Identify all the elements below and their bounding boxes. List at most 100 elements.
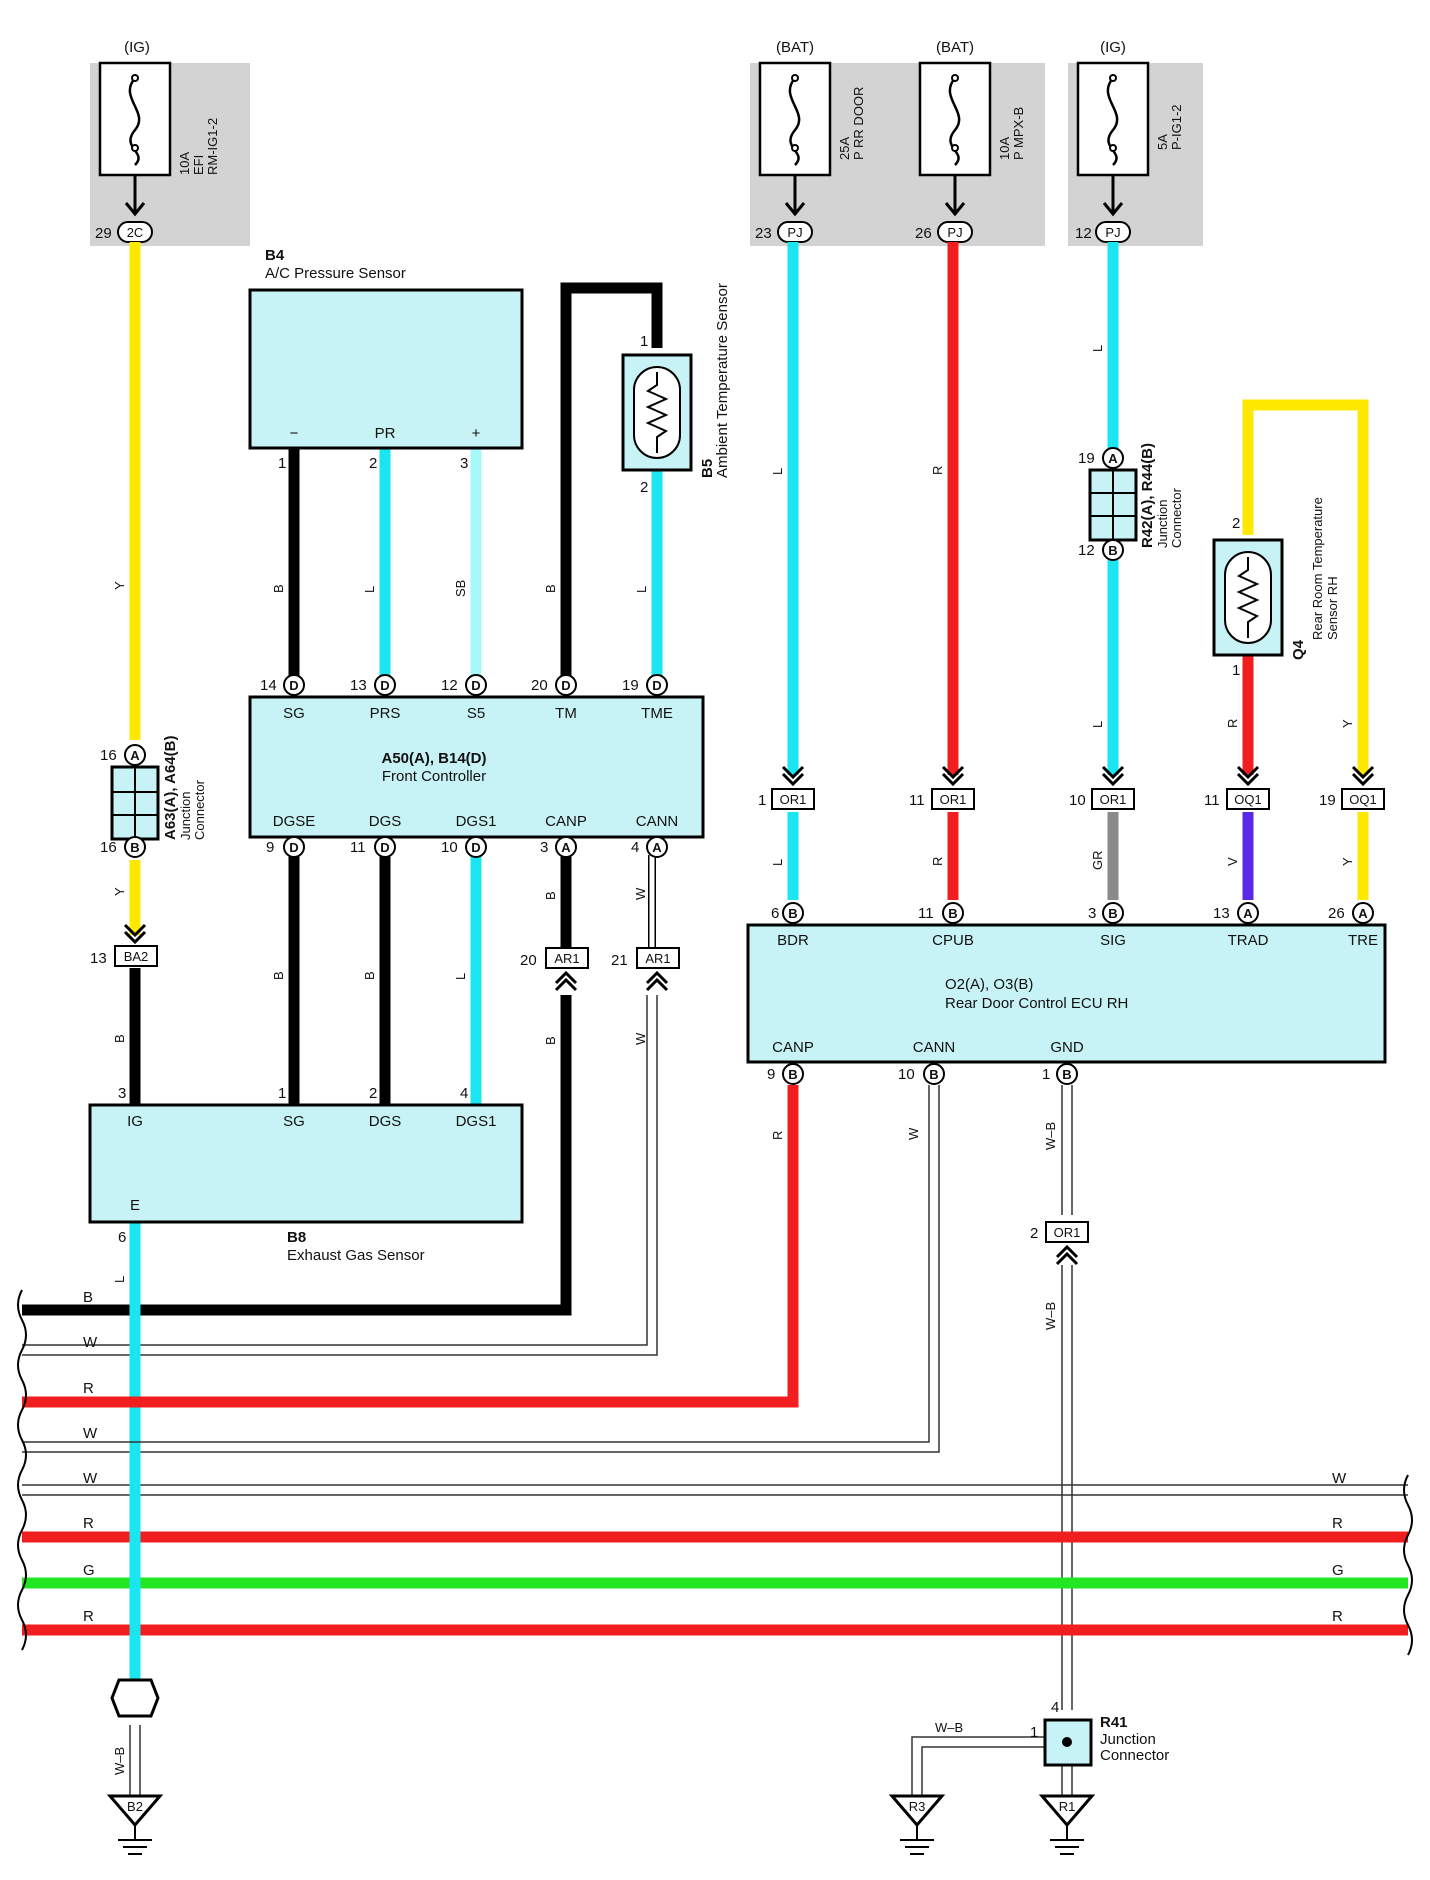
fuse-block-bat: (BAT) 25A P RR DOOR 23 PJ (BAT) 10A P MP… xyxy=(750,39,1045,246)
pin-number: 1 xyxy=(758,792,766,809)
svg-text:DGS: DGS xyxy=(369,1113,402,1130)
connector-id: 2C xyxy=(127,225,144,240)
svg-text:+: + xyxy=(472,425,481,442)
connector-id: PJ xyxy=(1105,225,1120,240)
connector-id: OR1 xyxy=(940,792,967,807)
svg-text:CPUB: CPUB xyxy=(932,932,974,949)
svg-text:D: D xyxy=(380,840,389,855)
wire-label: L xyxy=(1090,721,1105,728)
svg-text:D: D xyxy=(471,840,480,855)
pin-number: 23 xyxy=(755,225,772,242)
connector-id: OQ1 xyxy=(1349,792,1376,807)
pin-number: 3 xyxy=(118,1085,126,1102)
svg-text:B: B xyxy=(788,906,797,921)
wire-label: W xyxy=(83,1470,98,1487)
pin-number: 13 xyxy=(90,950,107,967)
svg-text:A: A xyxy=(1108,451,1118,466)
ground-id: B2 xyxy=(127,1799,143,1814)
harness-break-right xyxy=(1403,1474,1413,1656)
wire-label: L xyxy=(1090,345,1105,352)
wire-label: Y xyxy=(112,887,127,896)
pin-number: 2 xyxy=(1232,515,1240,532)
pin-number: 12 xyxy=(1078,542,1095,559)
wire-label: W xyxy=(1332,1470,1347,1487)
svg-text:B: B xyxy=(948,906,957,921)
wire-label: R xyxy=(83,1515,94,1532)
thermistor-icon xyxy=(645,372,669,453)
junction-connector-r41: 4 1 R41 Junction Connector xyxy=(1030,1699,1169,1767)
inline-connector-ba2: 13 BA2 xyxy=(90,923,158,967)
component-code: Q4 xyxy=(1290,639,1307,660)
svg-text:TRAD: TRAD xyxy=(1228,932,1269,949)
svg-text:Sensor RH: Sensor RH xyxy=(1325,576,1340,640)
wire-label: GR xyxy=(1090,851,1105,871)
pin-number: 11 xyxy=(350,839,366,856)
wire-label: W xyxy=(906,1127,921,1140)
pin-number: 1 xyxy=(1042,1066,1050,1083)
svg-text:B: B xyxy=(1062,1067,1071,1082)
pin-number: 19 xyxy=(622,677,639,694)
svg-text:A: A xyxy=(1243,906,1253,921)
connector-id: OR1 xyxy=(780,792,807,807)
pin-number: 12 xyxy=(1075,225,1092,242)
svg-text:Rear Room Temperature: Rear Room Temperature xyxy=(1310,497,1325,640)
svg-text:PRS: PRS xyxy=(370,705,401,722)
wire-label: W xyxy=(83,1334,98,1351)
svg-text:D: D xyxy=(380,678,389,693)
connector-id: AR1 xyxy=(554,951,579,966)
component-front-controller: 14 D 13 D 12 D 20 D 19 D SG PRS S5 TM TM… xyxy=(248,674,705,858)
svg-text:D: D xyxy=(471,678,480,693)
fuse-rating: 10A xyxy=(997,137,1012,160)
pin-number: 10 xyxy=(441,839,458,856)
svg-text:DGS1: DGS1 xyxy=(456,813,497,830)
pin-number: 29 xyxy=(95,225,112,242)
component-name: Exhaust Gas Sensor xyxy=(287,1247,425,1264)
pin-number: 26 xyxy=(1328,905,1345,922)
junction-connector-r42-r44: 19 A 12 B R42(A), R44(B) Junction Connec… xyxy=(1078,443,1184,561)
pin-number: 1 xyxy=(1232,662,1240,679)
wire-label: B xyxy=(271,584,286,593)
component-rear-door-ecu: 6 B 11 B 3 B 13 A 26 A BDR CPUB SIG TRAD… xyxy=(746,902,1387,1085)
wire-label: R xyxy=(83,1380,94,1397)
wire-label: G xyxy=(83,1562,95,1579)
component-code: R42(A), R44(B) xyxy=(1139,443,1156,548)
svg-text:B: B xyxy=(1108,543,1117,558)
wire-label: B xyxy=(543,891,558,900)
svg-text:D: D xyxy=(289,678,298,693)
wire-label: B xyxy=(83,1289,93,1306)
junction-connector-a63-a64: 16 A 16 B A63(A), A64(B) Junction Connec… xyxy=(100,736,207,858)
pin-number: 10 xyxy=(1069,792,1086,809)
ground-id: R3 xyxy=(909,1799,926,1814)
svg-text:DGS1: DGS1 xyxy=(456,1113,497,1130)
svg-text:Junction: Junction xyxy=(1155,500,1170,548)
svg-text:GND: GND xyxy=(1050,1039,1084,1056)
svg-text:TM: TM xyxy=(555,705,577,722)
wire-label: G xyxy=(1332,1562,1344,1579)
pin-number: 11 xyxy=(918,905,934,922)
harness-break-left xyxy=(17,1289,27,1651)
svg-text:D: D xyxy=(652,678,661,693)
component-code: A50(A), B14(D) xyxy=(381,750,486,767)
component-b4: B4 A/C Pressure Sensor − PR + 1 2 3 xyxy=(248,247,524,472)
pin-number: 2 xyxy=(369,1085,377,1102)
component-code: R41 xyxy=(1100,1714,1128,1731)
svg-text:SG: SG xyxy=(283,705,305,722)
fuse-source-ig: (IG) xyxy=(1100,39,1126,56)
fuse-name-2: RM-IG1-2 xyxy=(205,118,220,175)
fuse-source-ig: (IG) xyxy=(124,39,150,56)
svg-text:B: B xyxy=(788,1067,797,1082)
svg-text:B: B xyxy=(1108,906,1117,921)
wire-label: R xyxy=(930,857,945,866)
wire-label: R xyxy=(1225,719,1240,728)
svg-text:Junction: Junction xyxy=(1100,1731,1156,1748)
pin-number: 26 xyxy=(915,225,932,242)
fuse-icon xyxy=(948,77,961,166)
component-code: B8 xyxy=(287,1229,306,1246)
svg-text:CANP: CANP xyxy=(545,813,587,830)
component-b8: 3 1 2 4 IG SG DGS DGS1 E 6 B8 Exhaust Ga… xyxy=(88,1085,524,1264)
svg-text:PR: PR xyxy=(375,425,396,442)
pin-number: 10 xyxy=(898,1066,915,1083)
component-code: B5 xyxy=(699,459,716,478)
wire-label: Y xyxy=(112,581,127,590)
